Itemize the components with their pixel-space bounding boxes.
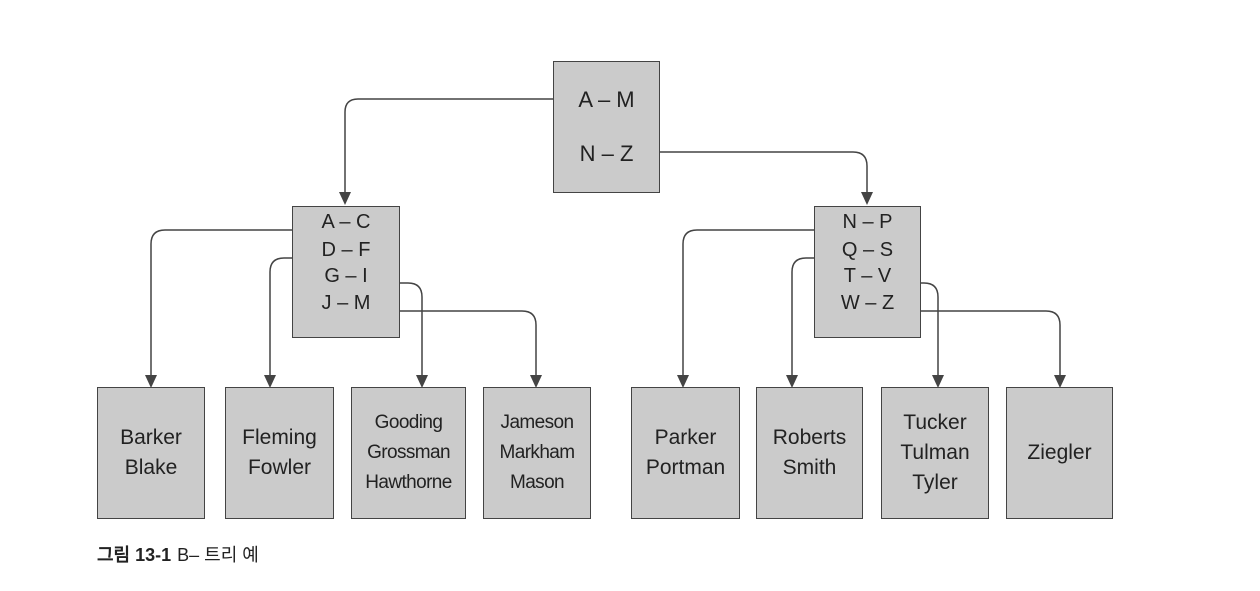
leaf-node: Gooding Grossman Hawthorne: [351, 387, 466, 519]
connector-left-to-leaf-4: [400, 310, 537, 375]
connector-right-to-leaf-5: [682, 229, 814, 375]
connector-left-to-leaf-3: [400, 282, 423, 375]
leaf-name: Hawthorne: [365, 472, 452, 493]
leaf-node: Jameson Markham Mason: [483, 387, 591, 519]
arrowhead: [786, 375, 798, 388]
leaf-name: Ziegler: [1027, 441, 1092, 464]
leaf-node: Parker Portman: [631, 387, 740, 519]
index-range: J – M: [321, 292, 371, 314]
leaf-name: Mason: [509, 472, 565, 493]
index-range: W – Z: [840, 292, 895, 314]
leaf-node: Roberts Smith: [756, 387, 863, 519]
index-range: Q – S: [841, 239, 894, 261]
root-range: A – M: [578, 87, 635, 112]
left-index-node: A – C D – F G – I J – M: [292, 206, 400, 338]
caption-label: 그림 13-1: [97, 545, 172, 565]
index-range: A – C: [321, 211, 371, 233]
connector-left-to-leaf-1: [150, 229, 292, 375]
arrowhead: [861, 192, 873, 205]
leaf-name: Gooding: [374, 412, 443, 433]
connector-root-to-right: [660, 151, 868, 192]
arrowhead: [264, 375, 276, 388]
leaf-name: Parker: [654, 426, 717, 449]
arrowhead: [339, 192, 351, 205]
connector-root-to-left: [344, 98, 553, 192]
root-range: N – Z: [579, 141, 634, 166]
connector-right-to-leaf-8: [921, 310, 1061, 375]
index-range: D – F: [321, 239, 371, 261]
leaf-name: Fleming: [242, 426, 317, 449]
leaf-name: Tyler: [912, 471, 958, 494]
right-index-node: N – P Q – S T – V W – Z: [814, 206, 921, 338]
leaf-name: Fowler: [247, 456, 311, 479]
arrowhead: [1054, 375, 1066, 388]
leaf-name: Tulman: [900, 441, 970, 464]
leaf-name: Roberts: [772, 426, 847, 449]
caption-text: B– 트리 예: [177, 545, 259, 565]
leaf-name: Portman: [645, 456, 726, 479]
leaf-node: Fleming Fowler: [225, 387, 334, 519]
leaf-name: Blake: [124, 456, 178, 479]
arrowhead: [932, 375, 944, 388]
connector-left-to-leaf-2: [269, 257, 292, 375]
leaf-node: Barker Blake: [97, 387, 205, 519]
leaf-name: Grossman: [367, 442, 450, 463]
connector-right-to-leaf-7: [921, 282, 939, 375]
leaf-node: Tucker Tulman Tyler: [881, 387, 989, 519]
arrowhead: [145, 375, 157, 388]
connector-right-to-leaf-6: [791, 257, 814, 375]
leaf-name: Smith: [782, 456, 837, 479]
leaf-name: Tucker: [903, 411, 967, 434]
root-node: A – M N – Z: [553, 61, 660, 193]
leaf-name: Jameson: [500, 412, 575, 433]
arrowhead: [677, 375, 689, 388]
index-range: T – V: [843, 265, 892, 287]
leaf-name: Markham: [499, 442, 576, 463]
leaf-node: Ziegler: [1006, 387, 1113, 519]
arrowhead: [530, 375, 542, 388]
arrowhead: [416, 375, 428, 388]
leaf-name: Barker: [120, 426, 182, 449]
index-range: G – I: [324, 265, 368, 287]
index-range: N – P: [842, 211, 893, 233]
